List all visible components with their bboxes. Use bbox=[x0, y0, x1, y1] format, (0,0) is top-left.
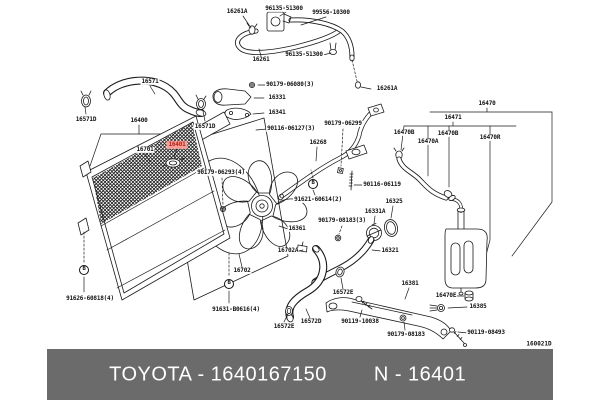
part-label-16261A: 16261A bbox=[375, 84, 399, 93]
part-label-91631-B0616(4): 91631-B0616(4) bbox=[211, 305, 261, 314]
part-label-16572E: 16572E bbox=[272, 322, 296, 331]
upper-radiator-hose bbox=[80, 76, 207, 117]
part-label-16470R: 16470R bbox=[478, 133, 502, 142]
part-label-16400: 16400 bbox=[129, 116, 149, 125]
fastener-ref-B: B bbox=[79, 265, 89, 275]
part-label-96135-51300: 96135-51300 bbox=[284, 50, 324, 59]
part-label-16261A: 16261A bbox=[225, 7, 249, 16]
part-label-16701: 16701 bbox=[135, 145, 155, 154]
part-label-99556-10300: 99556-10300 bbox=[311, 8, 351, 17]
part-label-16261: 16261 bbox=[251, 55, 271, 64]
leader-lines bbox=[83, 11, 469, 334]
part-label-16381: 16381 bbox=[400, 279, 420, 288]
part-label-16471: 16471 bbox=[443, 113, 463, 122]
part-label-90119-08493: 90119-08493 bbox=[466, 328, 506, 337]
part-label-90179-06293(4): 90179-06293(4) bbox=[196, 168, 246, 177]
part-label-16470: 16470 bbox=[477, 99, 497, 108]
part-label-16470E: 16470E bbox=[434, 291, 458, 300]
footer-part-number: TOYOTA - 1640167150 bbox=[109, 363, 327, 385]
part-label-16325: 16325 bbox=[384, 197, 404, 206]
lower-hoses bbox=[285, 236, 375, 323]
part-label-16341: 16341 bbox=[267, 108, 287, 117]
part-label-91626-60818(4): 91626-60818(4) bbox=[65, 294, 115, 303]
cooling-fan bbox=[217, 160, 308, 250]
part-label-16470B: 16470B bbox=[436, 129, 460, 138]
part-label-90179-08183: 90179-08183 bbox=[386, 330, 426, 339]
part-label-90179-06299: 90179-06299 bbox=[323, 119, 363, 128]
part-label-16470A: 16470A bbox=[416, 137, 440, 146]
part-label-90179-06080(3): 90179-06080(3) bbox=[265, 80, 315, 89]
part-label-16268: 16268 bbox=[308, 138, 328, 147]
part-label-91621-60614(2): 91621-60614(2) bbox=[293, 195, 343, 204]
part-label-16331: 16331 bbox=[267, 93, 287, 102]
radiator-cap bbox=[161, 157, 185, 168]
part-label-16401: 16401 bbox=[166, 140, 188, 150]
part-label-16571D: 16571D bbox=[74, 115, 98, 124]
diagram-code: 160021D bbox=[526, 340, 552, 348]
part-label-16470B: 16470B bbox=[392, 128, 416, 137]
part-label-90116-06119: 90116-06119 bbox=[362, 180, 402, 189]
part-label-90179-08183(3): 90179-08183(3) bbox=[317, 216, 367, 225]
footer-ref-number: N - 16401 bbox=[373, 363, 467, 385]
part-label-16385: 16385 bbox=[468, 302, 488, 311]
part-label-16572E: 16572E bbox=[331, 288, 355, 297]
part-label-90119-10038: 90119-10038 bbox=[340, 317, 380, 326]
reserve-tank-assembly bbox=[393, 147, 488, 312]
part-label-16571: 16571 bbox=[140, 77, 160, 86]
part-label-16702A: 16702A bbox=[276, 246, 300, 255]
reservoir-bracket bbox=[325, 295, 467, 347]
part-label-16361: 16361 bbox=[287, 224, 307, 233]
part-label-16331A: 16331A bbox=[363, 207, 387, 216]
part-label-16321: 16321 bbox=[380, 246, 400, 255]
footer-bar: TOYOTA - 1640167150 N - 16401 bbox=[47, 349, 553, 400]
fastener-ref-B: B bbox=[224, 279, 234, 289]
water-outlet-parts bbox=[212, 82, 255, 144]
part-label-16572D: 16572D bbox=[299, 317, 323, 326]
part-label-16702: 16702 bbox=[232, 266, 252, 275]
reservoir-hose-assembly bbox=[235, 11, 361, 89]
fastener-ref-B: B bbox=[308, 179, 318, 189]
part-label-96135-51300: 96135-51300 bbox=[264, 4, 304, 13]
part-label-90116-06127(3): 90116-06127(3) bbox=[266, 124, 316, 133]
part-label-16571D: 16571D bbox=[193, 122, 217, 131]
